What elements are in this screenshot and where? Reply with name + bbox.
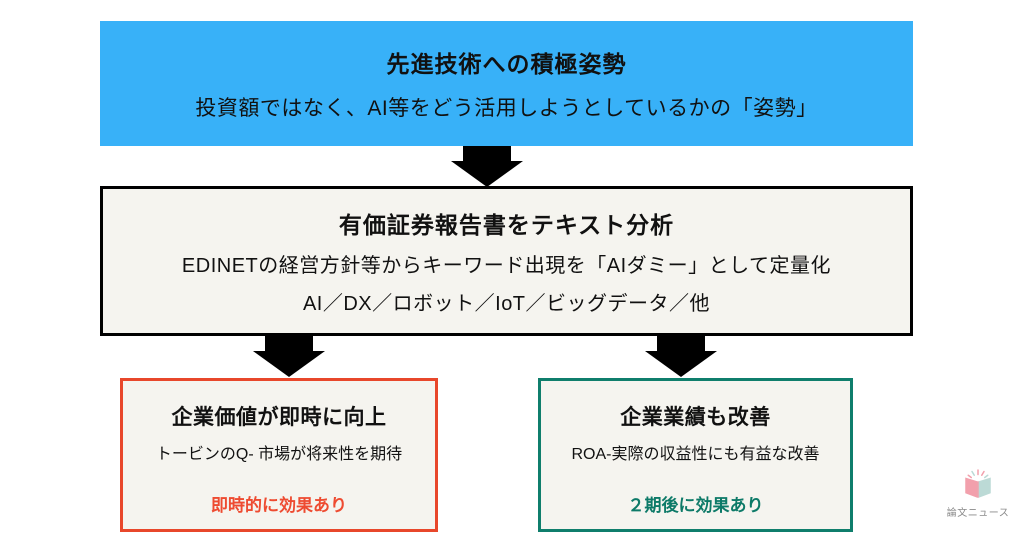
site-logo: 論文ニュース: [942, 468, 1014, 519]
top-box-subtitle: 投資額ではなく、AI等をどう活用しようとしているかの「姿勢」: [195, 97, 818, 120]
text-analysis-box: 有価証券報告書をテキスト分析 EDINETの経営方針等からキーワード出現を「AI…: [100, 186, 913, 336]
firm-performance-box: 企業業績も改善 ROA-実際の収益性にも有益な改善 ２期後に効果あり: [538, 378, 853, 532]
firm-value-subtitle: トービンのQ- 市場が将来性を期待: [155, 446, 403, 463]
firm-value-highlight: 即時的に効果あり: [211, 496, 347, 515]
firm-value-box: 企業価値が即時に向上 トービンのQ- 市場が将来性を期待 即時的に効果あり: [120, 378, 438, 532]
down-arrow-head: [253, 351, 325, 377]
firm-performance-title: 企業業績も改善: [620, 406, 771, 429]
down-arrow-stem: [657, 336, 705, 351]
down-arrow-head: [645, 351, 717, 377]
firm-performance-subtitle: ROA-実際の収益性にも有益な改善: [571, 446, 820, 463]
down-arrow-stem: [265, 336, 313, 351]
down-arrow-head: [451, 161, 523, 187]
top-stance-box: 先進技術への積極姿勢 投資額ではなく、AI等をどう活用しようとしているかの「姿勢…: [100, 21, 913, 146]
down-arrow-icon: [451, 146, 523, 187]
firm-value-title: 企業価値が即時に向上: [171, 406, 387, 429]
middle-box-title: 有価証券報告書をテキスト分析: [338, 212, 675, 238]
top-box-title: 先進技術への積極姿勢: [386, 51, 627, 77]
middle-box-line2: AI／DX／ロボット／IoT／ビッグデータ／他: [302, 293, 711, 315]
down-arrow-icon: [645, 336, 717, 377]
down-arrow-stem: [463, 146, 511, 161]
open-book-icon: [965, 469, 991, 498]
site-logo-label: 論文ニュース: [946, 508, 1010, 519]
down-arrow-icon: [253, 336, 325, 377]
firm-performance-highlight: ２期後に効果あり: [627, 496, 764, 515]
middle-box-line1: EDINETの経営方針等からキーワード出現を「AIダミー」として定量化: [181, 255, 832, 277]
